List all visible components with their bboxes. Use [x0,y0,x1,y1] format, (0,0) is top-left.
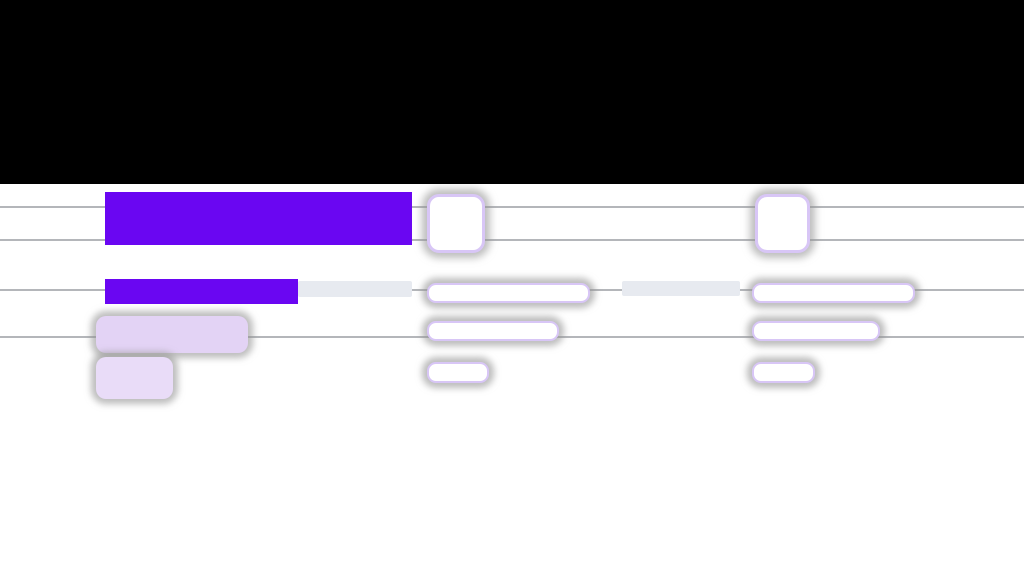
horizontal-rule-2 [0,239,1024,241]
lavender-block-placeholder-1 [96,316,248,353]
subheading-placeholder-bar-filled [105,279,298,304]
horizontal-rule-1 [0,206,1024,208]
heading-placeholder-bar [105,192,412,245]
right-pill-placeholder-3 [752,362,815,383]
muted-text-placeholder-bar [622,281,740,296]
lavender-block-placeholder-2 [96,357,173,399]
right-pill-placeholder-2 [752,321,880,341]
middle-pill-placeholder-2 [427,321,559,341]
square-placeholder-card-2 [755,194,810,253]
middle-pill-placeholder-3 [427,362,489,383]
subheading-placeholder-bar-muted [298,281,412,297]
square-placeholder-card-1 [427,194,485,253]
top-banner-block [0,0,1024,184]
right-pill-placeholder-1 [752,283,915,303]
middle-pill-placeholder-1 [427,283,590,303]
